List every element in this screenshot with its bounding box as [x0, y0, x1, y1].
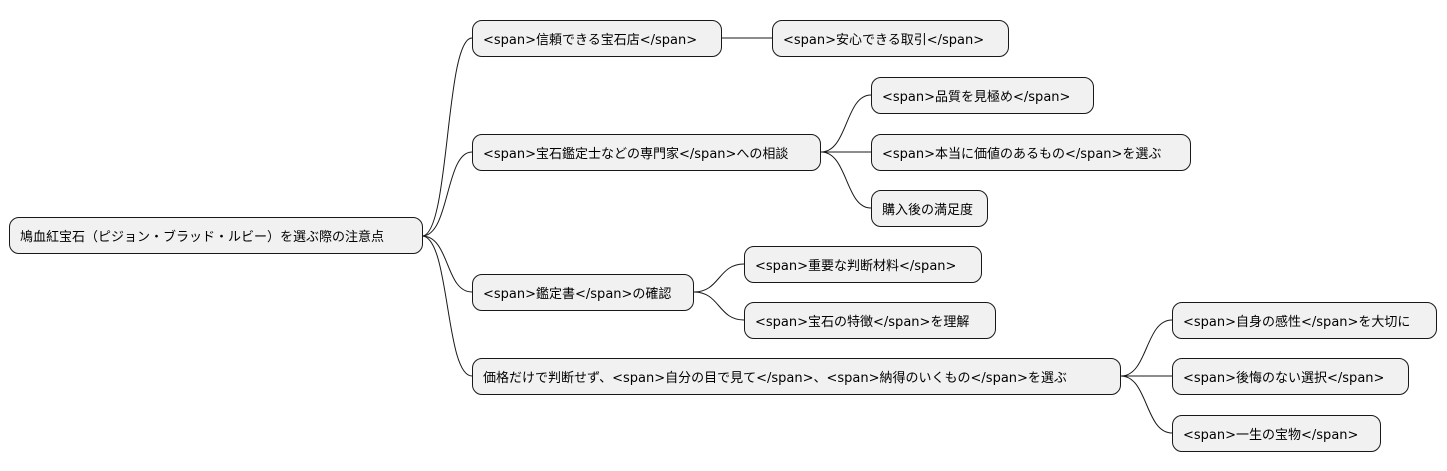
edge-branch-4-child-3 — [1120, 375, 1173, 434]
leaf-node-choose-true-value: <span>本当に価値のあるもの</span>を選ぶ — [871, 134, 1191, 171]
leaf-node-important-criteria: <span>重要な判断材料</span> — [744, 246, 982, 283]
branch-node-check-certificate: <span>鑑定書</span>の確認 — [472, 274, 694, 311]
leaf-node-no-regret-choice: <span>後悔のない選択</span> — [1172, 358, 1409, 395]
edge-branch-3-child-1 — [693, 263, 745, 293]
leaf-node-safe-transaction: <span>安心できる取引</span> — [772, 20, 1009, 57]
leaf-node-post-purchase-satisfaction: 購入後の満足度 — [871, 190, 988, 227]
branch-node-expert-consultation: <span>宝石鑑定士などの専門家</span>への相談 — [472, 134, 821, 171]
edge-root-branch-3 — [421, 235, 473, 293]
edge-root-branch-4 — [421, 235, 473, 377]
edge-branch-2-child-1 — [820, 94, 872, 153]
edge-branch-2-child-3 — [820, 151, 872, 209]
edge-branch-4-child-1 — [1120, 319, 1173, 377]
leaf-node-assess-quality: <span>品質を見極め</span> — [871, 77, 1094, 114]
edge-branch-3-child-2 — [693, 291, 745, 321]
leaf-node-value-own-sense: <span>自身の感性</span>を大切に — [1172, 302, 1437, 339]
leaf-node-understand-features: <span>宝石の特徴</span>を理解 — [744, 302, 996, 339]
branch-node-trusted-jeweler: <span>信頼できる宝石店</span> — [472, 20, 722, 57]
leaf-node-lifetime-treasure: <span>一生の宝物</span> — [1172, 415, 1381, 452]
edge-root-branch-2 — [421, 151, 473, 237]
branch-node-judge-by-own-eyes: 価格だけで判断せず、<span>自分の目で見て</span>、<span>納得の… — [472, 358, 1121, 395]
edge-root-branch-1 — [421, 37, 473, 237]
root-node: 鳩血紅宝石（ピジョン・ブラッド・ルビー）を選ぶ際の注意点 — [9, 217, 423, 254]
